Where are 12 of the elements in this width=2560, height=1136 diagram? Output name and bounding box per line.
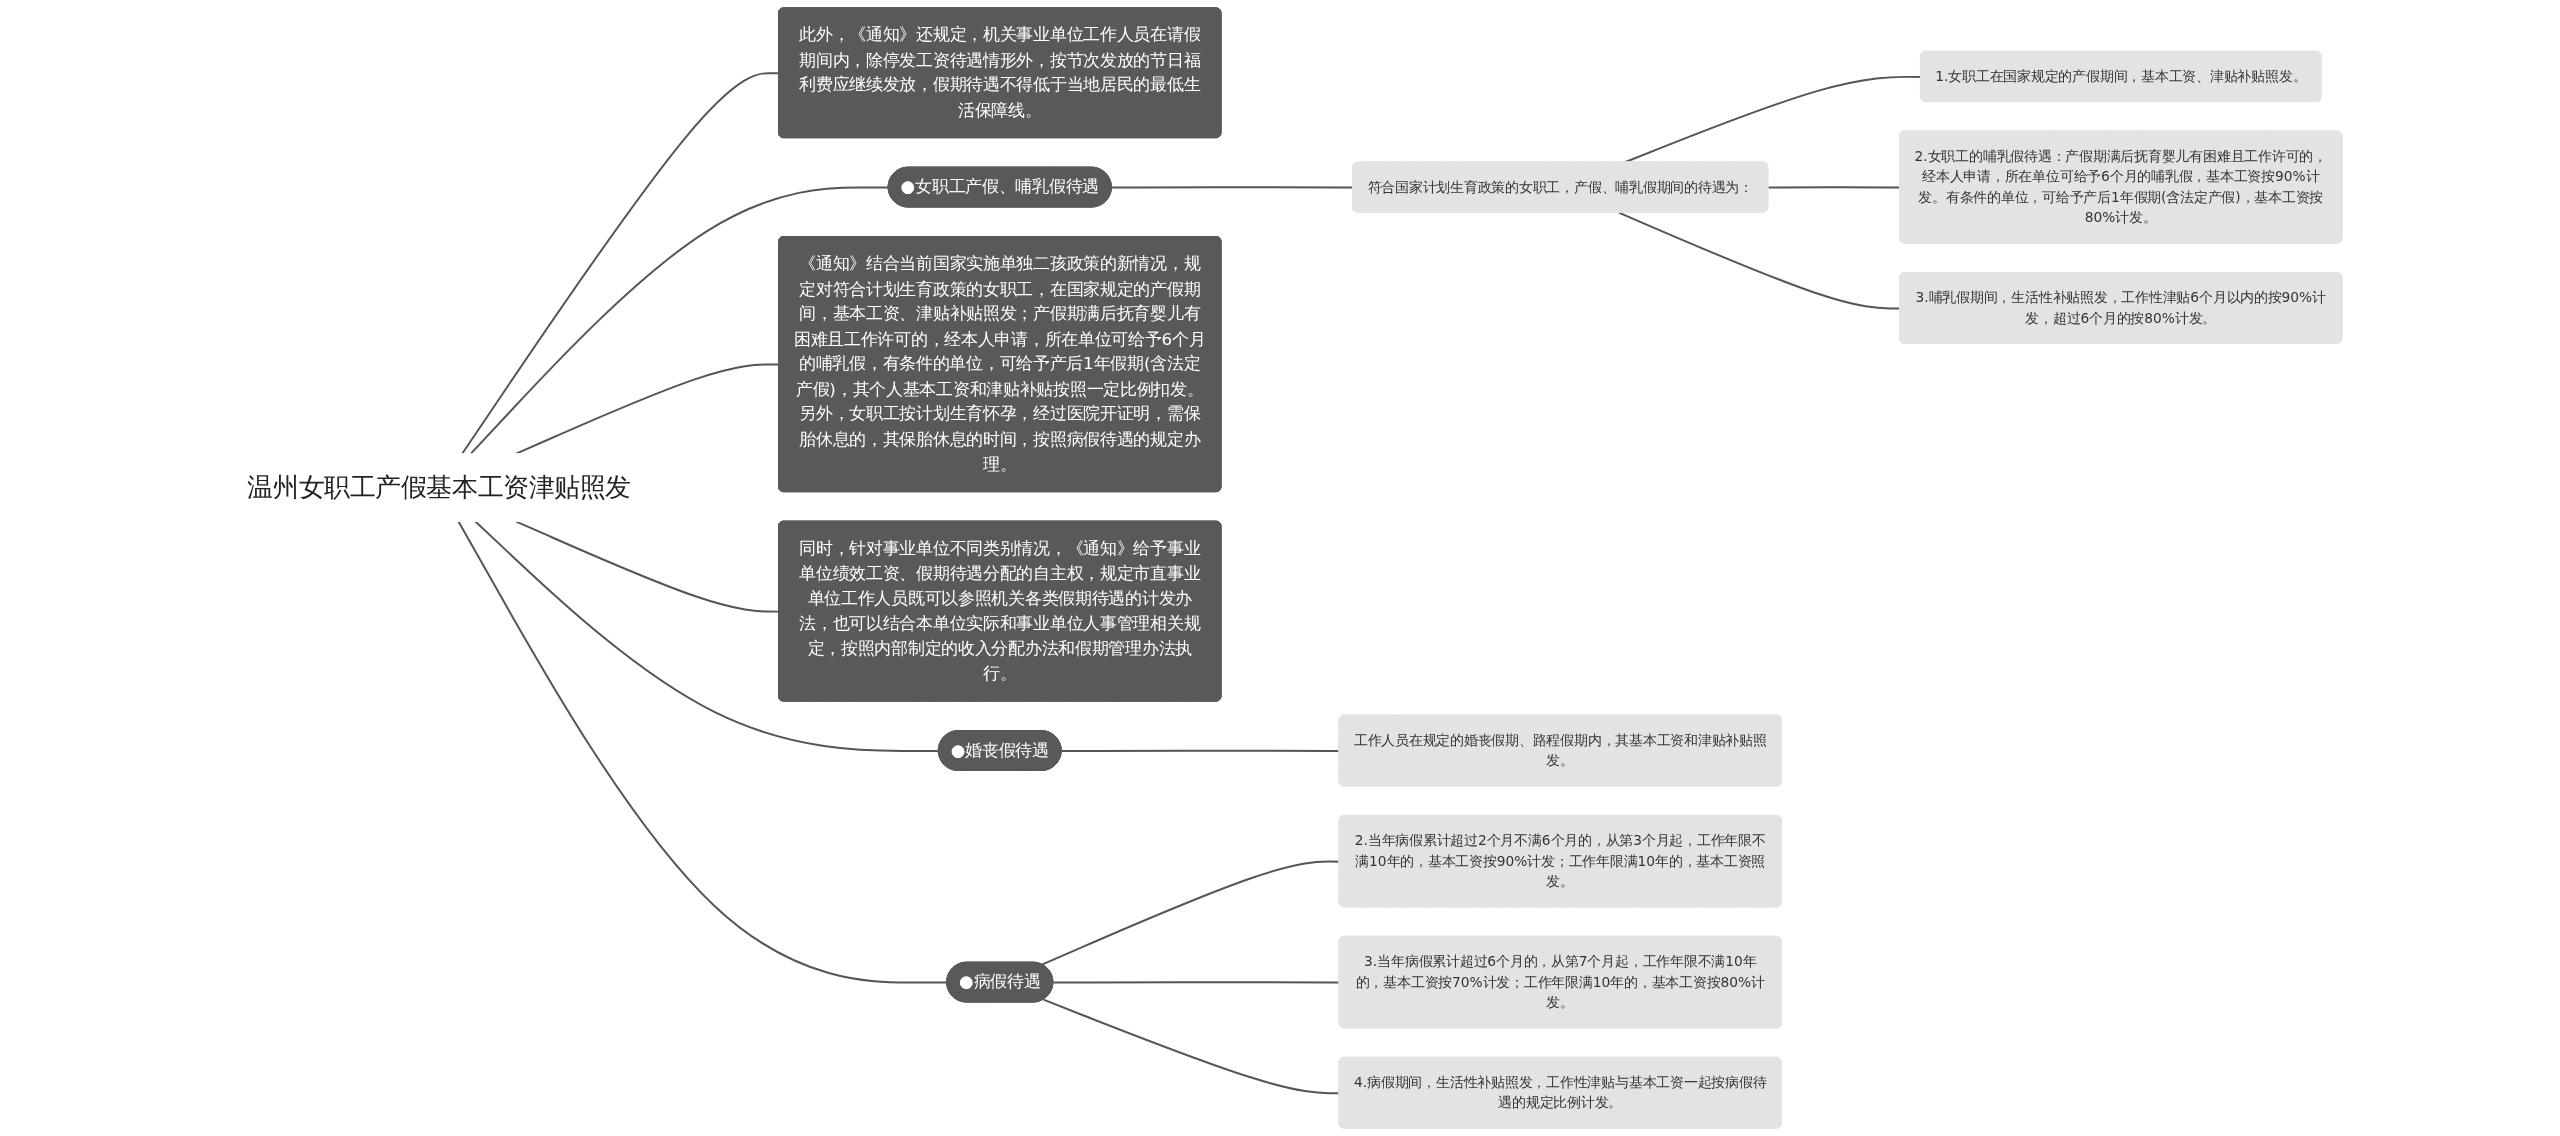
connector xyxy=(1052,981,1341,984)
connector xyxy=(515,520,780,613)
connector xyxy=(474,520,940,752)
connector xyxy=(1060,749,1341,752)
connector xyxy=(469,186,890,455)
connector xyxy=(515,363,780,455)
connector xyxy=(1040,860,1341,966)
connector xyxy=(1617,211,1901,310)
connector xyxy=(1767,186,1901,189)
connector xyxy=(1042,998,1341,1095)
node-text: 温州女职工产假基本工资津贴照发 xyxy=(247,472,631,502)
connector xyxy=(461,72,780,455)
